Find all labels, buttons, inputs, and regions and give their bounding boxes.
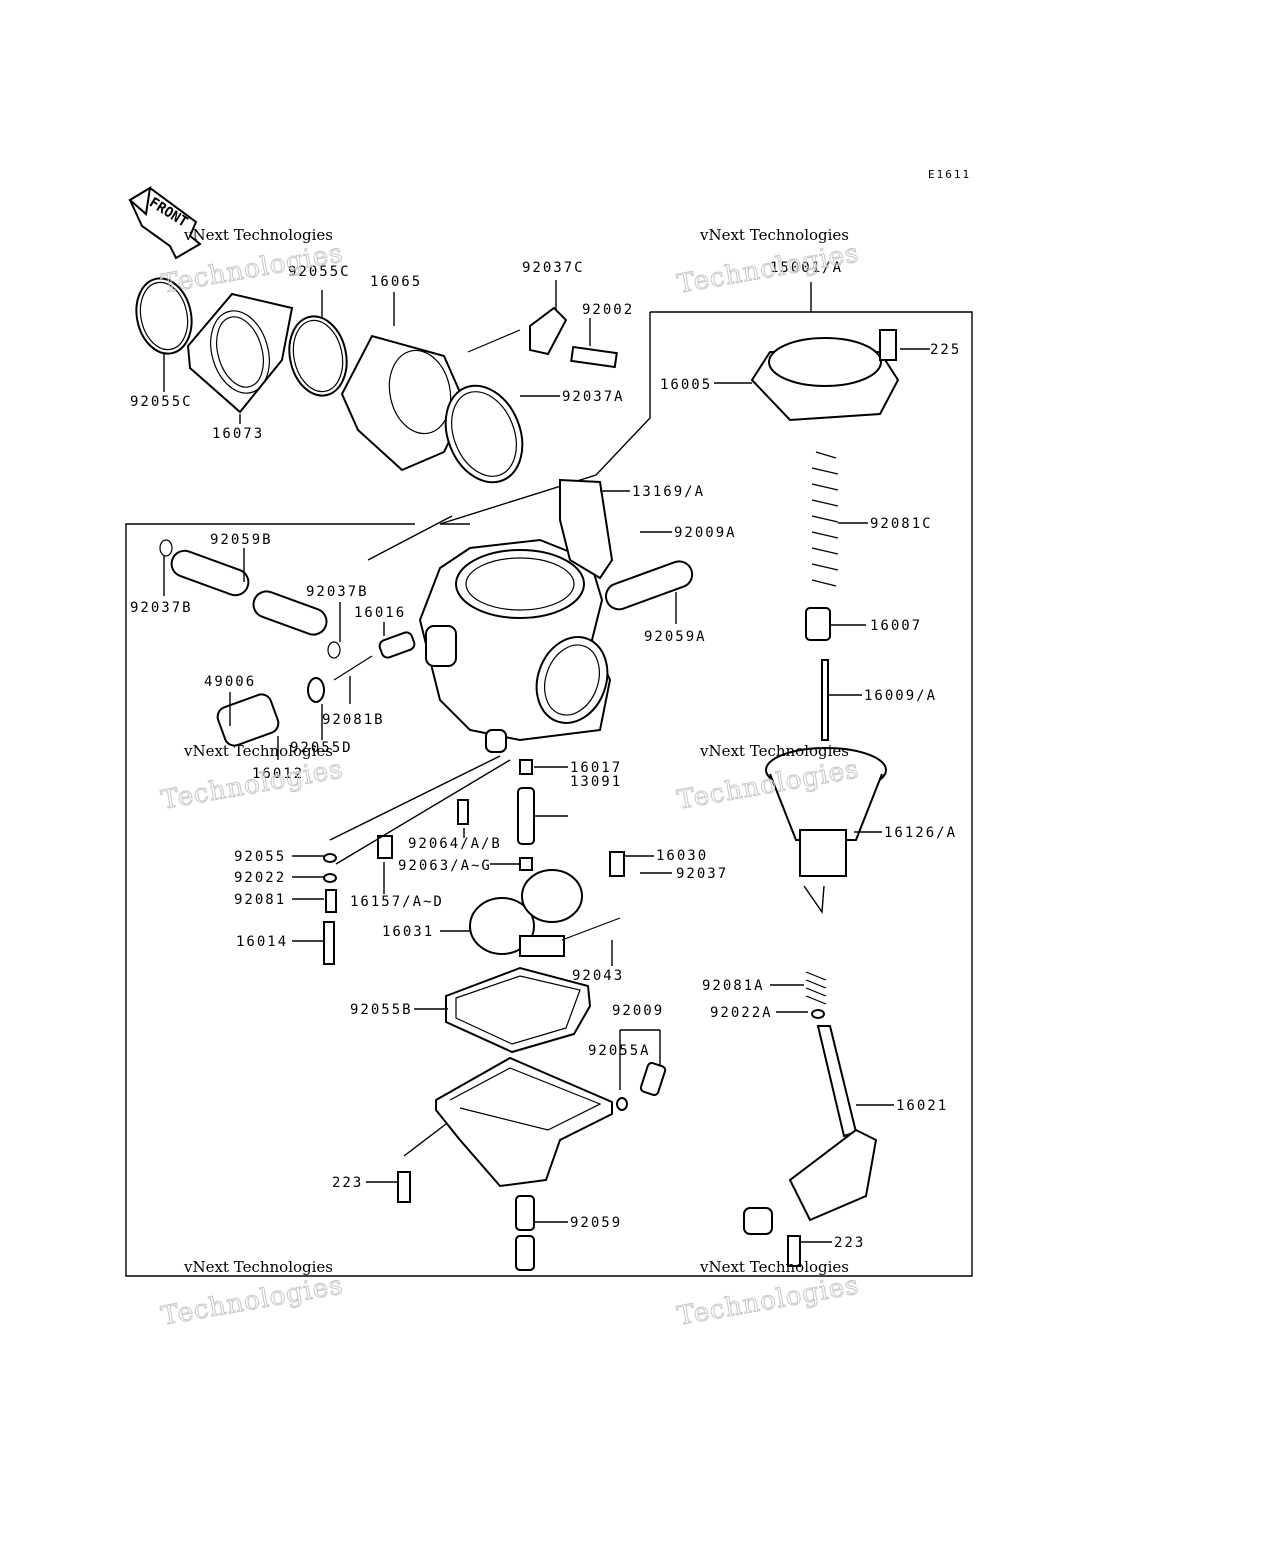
part-label: 223 bbox=[834, 1235, 865, 1251]
watermark-line1: vNext Technologies bbox=[183, 1258, 333, 1276]
part-label: 92059 bbox=[570, 1215, 622, 1231]
part-label: 92022A bbox=[710, 1005, 773, 1021]
float-bowl bbox=[397, 966, 667, 1271]
part-label: 13091 bbox=[570, 774, 622, 790]
part-label: 16007 bbox=[870, 618, 922, 634]
part-label: 16017 bbox=[570, 760, 622, 776]
part-label: 92059A bbox=[644, 629, 707, 645]
carburetor-body bbox=[418, 478, 614, 753]
part-label: 92037 bbox=[676, 866, 728, 882]
front-arrow-icon: FRONT bbox=[128, 186, 202, 260]
part-label: 92064/A/B bbox=[408, 836, 502, 852]
part-label: 92055D bbox=[290, 740, 353, 756]
watermark-line2: Technologies bbox=[159, 1270, 345, 1332]
part-label: 92081C bbox=[870, 516, 933, 532]
float-assembly bbox=[469, 869, 621, 957]
slide-assembly bbox=[750, 329, 900, 915]
part-label: 92081A bbox=[702, 978, 765, 994]
part-label: 92055 bbox=[234, 849, 286, 865]
watermark-line2: Technologies bbox=[159, 754, 345, 816]
part-label: 92055A bbox=[588, 1043, 651, 1059]
part-label: 223 bbox=[332, 1175, 363, 1191]
watermark-line2: Technologies bbox=[675, 238, 861, 300]
watermark-line1: vNext Technologies bbox=[699, 1258, 849, 1276]
part-label: 16126/A bbox=[884, 825, 957, 841]
part-label: 16065 bbox=[370, 274, 422, 290]
part-label: 16073 bbox=[212, 426, 264, 442]
intake-parts bbox=[135, 277, 618, 484]
part-label: 16016 bbox=[354, 605, 406, 621]
part-label: 92002 bbox=[582, 302, 634, 318]
part-label: 92037B bbox=[130, 600, 193, 616]
diagram-code: E1611 bbox=[928, 168, 971, 181]
leader-lines bbox=[163, 280, 930, 1243]
watermark-line2: Technologies bbox=[675, 1270, 861, 1332]
part-label: 92081B bbox=[322, 712, 385, 728]
part-label: 49006 bbox=[204, 674, 256, 690]
part-label: 92037A bbox=[562, 389, 625, 405]
part-label: 92037B bbox=[306, 584, 369, 600]
part-label: 92081 bbox=[234, 892, 286, 908]
part-label: 92055B bbox=[350, 1002, 413, 1018]
part-label: 16005 bbox=[660, 377, 712, 393]
part-label: 92055C bbox=[288, 264, 351, 280]
part-label: 92037C bbox=[522, 260, 585, 276]
choke-plunger bbox=[743, 971, 878, 1267]
part-label: 16157/A~D bbox=[350, 894, 444, 910]
part-label: 92009 bbox=[612, 1003, 664, 1019]
jets bbox=[323, 759, 625, 965]
part-label: 92022 bbox=[234, 870, 286, 886]
assembly-frames bbox=[125, 282, 973, 1277]
watermark-line1: vNext Technologies bbox=[183, 226, 333, 244]
part-label: 92055C bbox=[130, 394, 193, 410]
watermark-line1: vNext Technologies bbox=[699, 742, 849, 760]
part-label: 13169/A bbox=[632, 484, 705, 500]
small-parts-left bbox=[159, 539, 694, 747]
part-label: 16030 bbox=[656, 848, 708, 864]
part-label: 16012 bbox=[252, 766, 304, 782]
part-label: 16014 bbox=[236, 934, 288, 950]
part-label: 16031 bbox=[382, 924, 434, 940]
part-label: 92009A bbox=[674, 525, 737, 541]
part-label: 16009/A bbox=[864, 688, 937, 704]
part-label: 92063/A~G bbox=[398, 858, 492, 874]
part-labels: 15001/A 225 16005 92081C 16007 16009/A 16126/A… bbox=[130, 260, 961, 1251]
part-label: 92059B bbox=[210, 532, 273, 548]
part-label: 15001/A bbox=[770, 260, 843, 276]
part-label: 225 bbox=[930, 342, 961, 358]
part-label: 16021 bbox=[896, 1098, 948, 1114]
watermark-line1: vNext Technologies bbox=[183, 742, 333, 760]
part-label: 92043 bbox=[572, 968, 624, 984]
watermark-line1: vNext Technologies bbox=[699, 226, 849, 244]
